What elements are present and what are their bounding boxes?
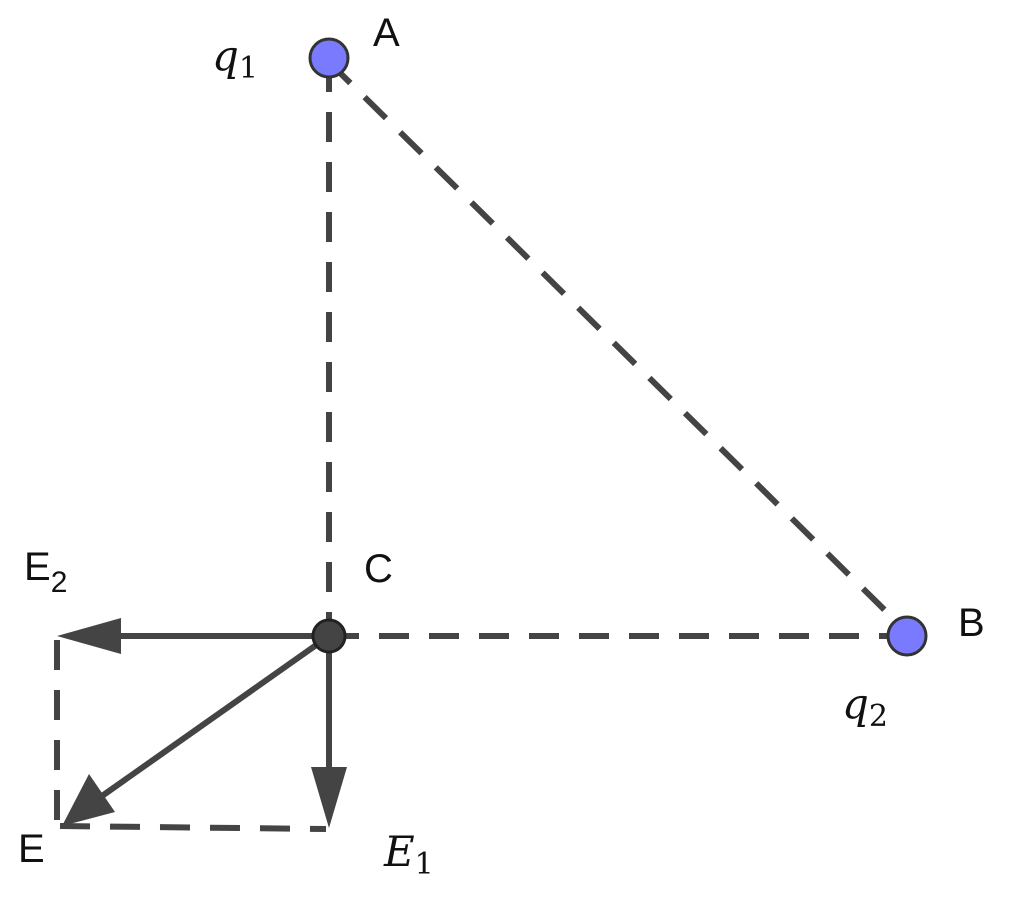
vector-E1-arrowhead bbox=[311, 767, 347, 828]
label-E1: E1 bbox=[383, 827, 434, 882]
point-C bbox=[311, 618, 347, 654]
vector-E-shaft bbox=[99, 633, 332, 799]
label-E: E bbox=[18, 827, 45, 871]
label-B: B bbox=[958, 601, 985, 645]
label-q2: q2 bbox=[842, 679, 888, 734]
dashed-E-to-E1 bbox=[59, 823, 327, 832]
charge-q2-point bbox=[886, 615, 928, 657]
label-A: A bbox=[373, 11, 400, 55]
label-C: C bbox=[364, 547, 393, 591]
vector-E-arrowhead bbox=[62, 774, 115, 826]
vector-E2-arrowhead bbox=[57, 618, 121, 654]
label-q1: q1 bbox=[212, 31, 258, 86]
charge-q1-point bbox=[308, 37, 350, 79]
label-E2: E2 bbox=[24, 545, 67, 599]
segment-AB bbox=[326, 59, 910, 635]
